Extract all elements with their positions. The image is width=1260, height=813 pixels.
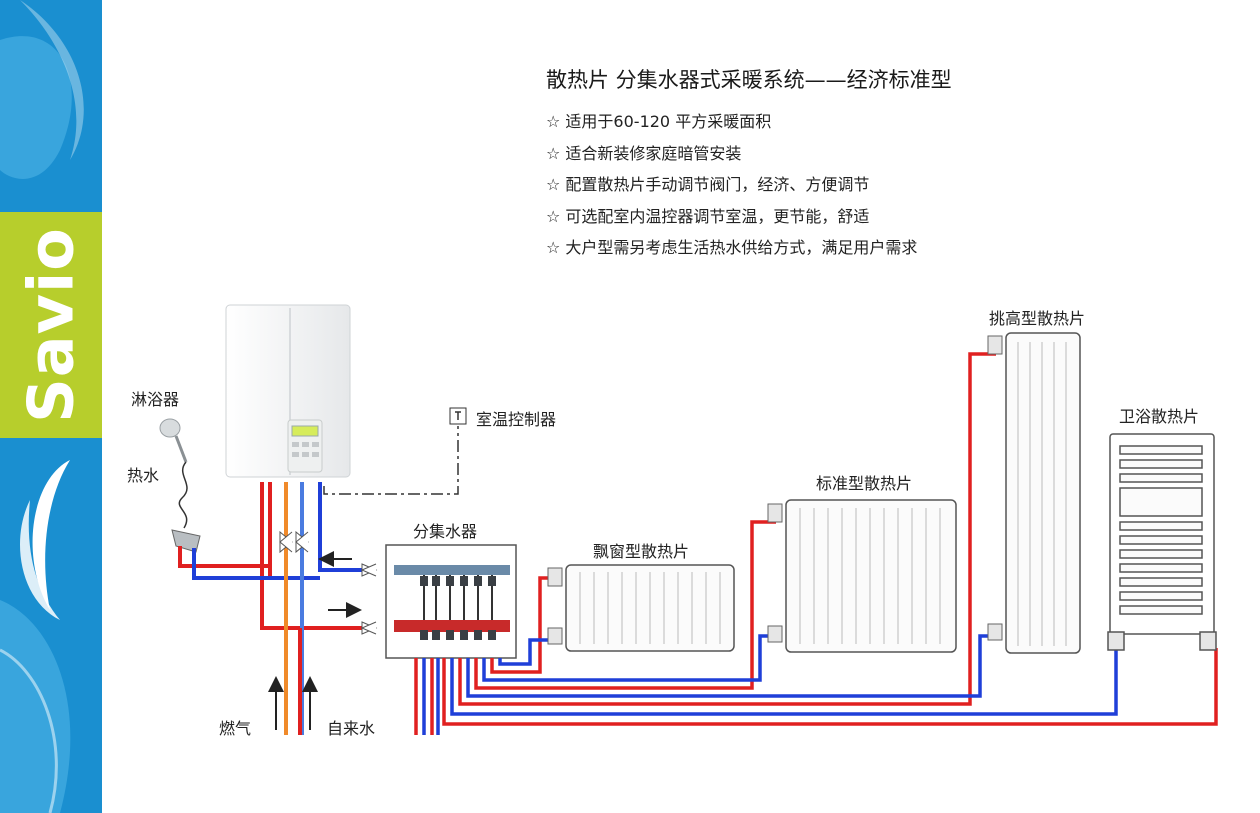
feature-item: ☆ 可选配室内温控器调节室温，更节能，舒适 — [546, 207, 870, 226]
distribution-pipes — [414, 352, 1218, 735]
boiler-pipes — [178, 482, 372, 735]
shower-head — [159, 418, 201, 553]
brand-logo-text: Savio — [14, 227, 88, 423]
feature-item: ☆ 适合新装修家庭暗管安装 — [546, 144, 742, 163]
label-standard-radiator: 标准型散热片 — [816, 474, 913, 493]
standard-radiator — [767, 499, 957, 653]
wall-boiler — [225, 304, 351, 478]
label-gas: 燃气 — [219, 719, 252, 738]
label-thermostat: 室温控制器 — [476, 410, 557, 429]
label-bathroom-radiator: 卫浴散热片 — [1119, 407, 1200, 426]
feature-item: ☆ 配置散热片手动调节阀门，经济、方便调节 — [546, 175, 870, 194]
boiler-valves — [279, 530, 378, 635]
feature-item: ☆ 大户型需另考虑生活热水供给方式，满足用户需求 — [546, 238, 918, 257]
page-title: 散热片 分集水器式采暖系统——经济标准型 — [546, 68, 952, 92]
brand-band — [0, 212, 102, 438]
label-shower: 淋浴器 — [131, 390, 180, 409]
feature-item: ☆ 适用于60-120 平方采暖面积 — [546, 112, 772, 131]
wave-decoration — [0, 0, 84, 813]
thermostat — [323, 407, 467, 495]
brand-sidebar: Savio — [0, 0, 102, 813]
label-bay-window-radiator: 飘窗型散热片 — [593, 542, 690, 561]
label-hot-water: 热水 — [127, 466, 160, 485]
label-manifold: 分集水器 — [413, 522, 478, 541]
heating-system-diagram — [159, 304, 1218, 735]
tall-radiator — [987, 332, 1081, 654]
flow-arrows — [268, 551, 362, 730]
manifold — [385, 544, 517, 659]
label-tall-radiator: 挑高型散热片 — [989, 309, 1086, 328]
bathroom-radiator — [1107, 433, 1217, 651]
label-tap-water: 自来水 — [327, 719, 376, 738]
bay-window-radiator — [547, 564, 735, 652]
